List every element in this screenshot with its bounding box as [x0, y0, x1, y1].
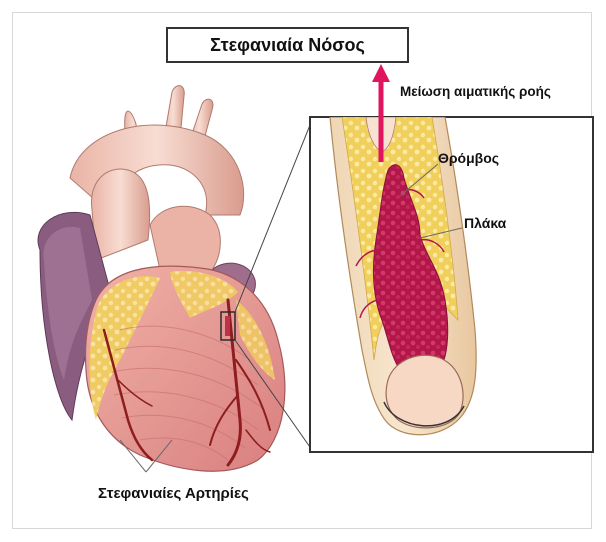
thrombus-label: Θρόμβος [438, 150, 499, 166]
heart [38, 86, 285, 472]
ascending-aorta [91, 169, 149, 260]
artery-crosssection-panel [310, 117, 593, 452]
coronary-arteries-label: Στεφανιαίες Αρτηρίες [98, 485, 249, 502]
pulmonary-trunk [150, 206, 220, 270]
reduced-flow-label: Μείωση αιματικής ροής [400, 84, 551, 99]
plaque-label: Πλάκα [464, 215, 506, 231]
page-title: Στεφανιαία Νόσος [166, 27, 409, 63]
